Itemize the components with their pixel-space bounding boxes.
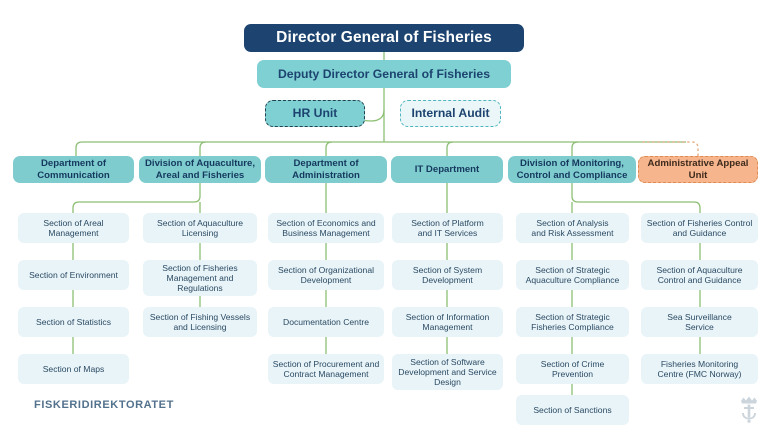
brand-wordmark: FISKERIDIREKTORATET (34, 399, 174, 411)
section-economics-business-management[interactable]: Section of Economics and Business Manage… (268, 213, 384, 243)
node-department-communication-label: Department of Communication (37, 158, 110, 181)
section-sanctions[interactable]: Section of Sanctions (516, 395, 629, 425)
section-information-management[interactable]: Section of Information Management (392, 307, 503, 337)
node-division-monitoring-control-compliance[interactable]: Division of Monitoring, Control and Comp… (508, 156, 636, 183)
section-fisheries-control-guidance[interactable]: Section of Fisheries Control and Guidanc… (641, 213, 758, 243)
section-crime-prevention-label: Section of Crime Prevention (540, 358, 605, 379)
node-division-aquaculture-areal-fisheries[interactable]: Division of Aquaculture, Areal and Fishe… (139, 156, 261, 183)
section-fisheries-management-regulations[interactable]: Section of Fisheries Management and Regu… (143, 260, 257, 296)
node-division-monitoring-control-compliance-label: Division of Monitoring, Control and Comp… (516, 158, 628, 181)
section-environment[interactable]: Section of Environment (18, 260, 129, 290)
section-organizational-development-label: Section of Organizational Development (277, 264, 375, 285)
node-internal-audit-label: Internal Audit (411, 106, 490, 121)
section-documentation-centre-label: Documentation Centre (283, 316, 369, 327)
section-crime-prevention[interactable]: Section of Crime Prevention (516, 354, 629, 384)
section-fishing-vessels-licensing[interactable]: Section of Fishing Vessels and Licensing (143, 307, 257, 337)
section-aquaculture-control-guidance-label: Section of Aquaculture Control and Guida… (656, 264, 743, 285)
section-strategic-fisheries-compliance-label: Section of Strategic Fisheries Complianc… (531, 311, 614, 332)
node-department-communication[interactable]: Department of Communication (13, 156, 134, 183)
section-software-development-service-design[interactable]: Section of Software Development and Serv… (392, 354, 503, 390)
node-department-administration-label: Department of Administration (292, 158, 360, 181)
section-fisheries-management-regulations-label: Section of Fisheries Management and Regu… (162, 262, 238, 294)
node-deputy-director-general[interactable]: Deputy Director General of Fisheries (257, 60, 511, 88)
node-director-general-label: Director General of Fisheries (276, 28, 492, 46)
node-deputy-director-general-label: Deputy Director General of Fisheries (278, 66, 490, 81)
node-hr-unit-label: HR Unit (292, 106, 338, 121)
section-statistics-label: Section of Statistics (36, 316, 111, 327)
section-documentation-centre[interactable]: Documentation Centre (268, 307, 384, 337)
section-sea-surveillance-service[interactable]: Sea Surveillance Service (641, 307, 758, 337)
section-analysis-risk-assessment-label: Section of Analysis and Risk Assessment (531, 217, 614, 238)
node-it-department-label: IT Department (414, 163, 480, 175)
section-system-development-label: Section of System Development (412, 264, 483, 285)
section-fishing-vessels-licensing-label: Section of Fishing Vessels and Licensing (149, 311, 251, 332)
section-environment-label: Section of Environment (29, 269, 118, 280)
section-sea-surveillance-service-label: Sea Surveillance Service (667, 311, 732, 332)
node-administrative-appeal-unit[interactable]: Administrative Appeal Unit (638, 156, 758, 183)
node-director-general[interactable]: Director General of Fisheries (244, 24, 524, 52)
section-information-management-label: Section of Information Management (405, 311, 490, 332)
section-maps-label: Section of Maps (42, 363, 105, 374)
section-statistics[interactable]: Section of Statistics (18, 307, 129, 337)
section-aquaculture-control-guidance[interactable]: Section of Aquaculture Control and Guida… (641, 260, 758, 290)
section-platform-it-services-label: Section of Platform and IT Services (411, 217, 484, 238)
node-hr-unit[interactable]: HR Unit (265, 100, 365, 127)
section-strategic-aquaculture-compliance[interactable]: Section of Strategic Aquaculture Complia… (516, 260, 629, 290)
section-analysis-risk-assessment[interactable]: Section of Analysis and Risk Assessment (516, 213, 629, 243)
node-it-department[interactable]: IT Department (391, 156, 503, 183)
section-maps[interactable]: Section of Maps (18, 354, 129, 384)
section-areal-management-label: Section of Areal Management (43, 217, 104, 238)
section-procurement-contract-management[interactable]: Section of Procurement and Contract Mana… (268, 354, 384, 384)
node-department-administration[interactable]: Department of Administration (265, 156, 387, 183)
section-software-development-service-design-label: Section of Software Development and Serv… (398, 356, 497, 388)
section-strategic-fisheries-compliance[interactable]: Section of Strategic Fisheries Complianc… (516, 307, 629, 337)
section-economics-business-management-label: Section of Economics and Business Manage… (276, 217, 376, 238)
section-platform-it-services[interactable]: Section of Platform and IT Services (392, 213, 503, 243)
section-aquaculture-licensing[interactable]: Section of Aquaculture Licensing (143, 213, 257, 243)
section-fisheries-control-guidance-label: Section of Fisheries Control and Guidanc… (646, 217, 753, 238)
section-areal-management[interactable]: Section of Areal Management (18, 213, 129, 243)
section-strategic-aquaculture-compliance-label: Section of Strategic Aquaculture Complia… (525, 264, 620, 285)
crown-anchor-emblem (741, 396, 757, 423)
section-procurement-contract-management-label: Section of Procurement and Contract Mana… (272, 358, 380, 379)
section-fisheries-monitoring-centre-label: Fisheries Monitoring Centre (FMC Norway) (657, 358, 742, 379)
section-fisheries-monitoring-centre[interactable]: Fisheries Monitoring Centre (FMC Norway) (641, 354, 758, 384)
node-division-aquaculture-areal-fisheries-label: Division of Aquaculture, Areal and Fishe… (145, 158, 255, 181)
section-organizational-development[interactable]: Section of Organizational Development (268, 260, 384, 290)
section-sanctions-label: Section of Sanctions (533, 404, 612, 415)
section-system-development[interactable]: Section of System Development (392, 260, 503, 290)
node-administrative-appeal-unit-label: Administrative Appeal Unit (647, 158, 749, 181)
section-aquaculture-licensing-label: Section of Aquaculture Licensing (157, 217, 243, 238)
node-internal-audit[interactable]: Internal Audit (400, 100, 501, 127)
